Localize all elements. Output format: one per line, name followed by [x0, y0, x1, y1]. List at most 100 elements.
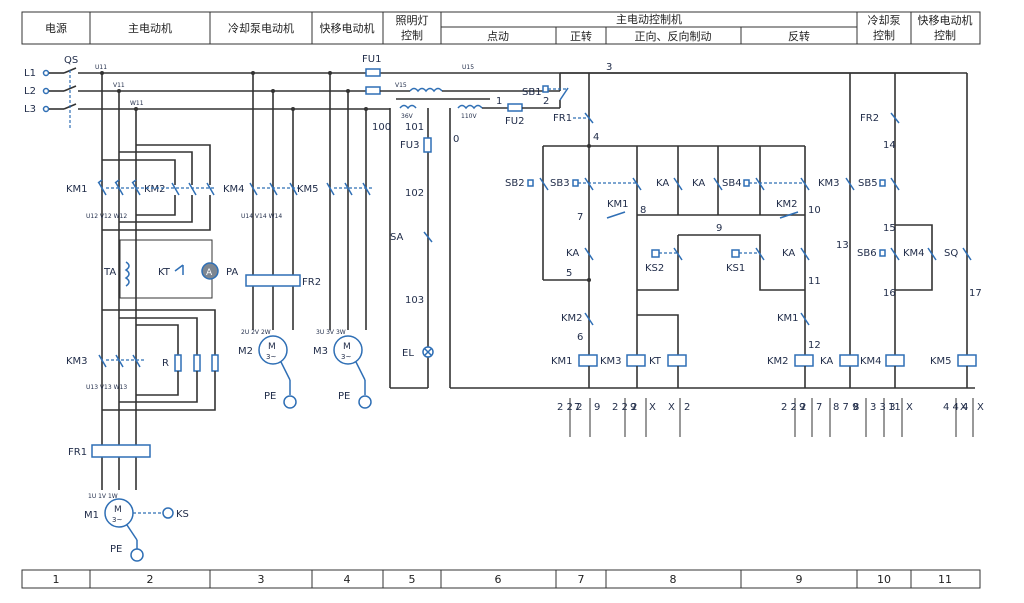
km3-main-contacts	[98, 354, 141, 368]
footer-col-7: 7	[578, 573, 585, 586]
label-km3-main: KM3	[66, 356, 88, 367]
label-l2: L2	[24, 86, 36, 97]
header-jog: 点动	[487, 30, 509, 43]
label-km5: KM5	[297, 184, 319, 195]
label-u15: U15	[462, 64, 474, 71]
header-table: 电源 主电动机 冷却泵电动机 快移电动机 照明灯 控制 主电动控制机 点动 正转…	[21, 11, 981, 45]
label-m3: M3	[313, 346, 328, 357]
ka-table-col2: 3 3 3	[870, 402, 895, 413]
label-2: 2	[543, 96, 549, 107]
label-l3: L3	[24, 104, 36, 115]
coil-km3	[626, 354, 646, 367]
label-102: 102	[405, 188, 424, 199]
label-103: 103	[405, 295, 424, 306]
label-coil-km5: KM5	[930, 356, 952, 367]
footer-col-11: 11	[938, 573, 952, 586]
label-1: 1	[496, 96, 502, 107]
label-10: 10	[808, 205, 821, 216]
label-ka-1: KA	[656, 178, 669, 189]
control-circuit: 3 SB1 2 FR1 4 SB2 SB3 KA KA S	[505, 62, 982, 388]
contact-table-km4: X	[901, 398, 913, 437]
label-fr2-contact: FR2	[860, 113, 879, 124]
km3-table-col2: 9	[630, 402, 636, 413]
label-14: 14	[883, 140, 896, 151]
power-supply: L1 L2 L3 QS U11 V11 W11	[24, 55, 950, 130]
kt-table-col2: 2	[684, 402, 690, 413]
label-coil-km1: KM1	[551, 356, 573, 367]
km1-table-col3: 9	[594, 402, 600, 413]
coil-km5	[957, 354, 977, 367]
label-fr1-contact: FR1	[553, 113, 572, 124]
motor-m1-phase: 3~	[112, 516, 122, 524]
km2-table-col3: 7	[816, 402, 822, 413]
label-sb1: SB1	[522, 87, 542, 98]
motor-m3-icon	[333, 335, 363, 365]
header-rapid: 快移电动机	[918, 13, 973, 27]
label-km2-interlock: KM2	[561, 313, 583, 324]
label-sa: SA	[390, 232, 404, 243]
fr2-relay	[245, 274, 301, 287]
coil-kt	[667, 354, 687, 367]
label-17: 17	[969, 288, 982, 299]
footer-col-3: 3	[258, 573, 265, 586]
contact-table-km1: 2 2 2 7 9	[557, 398, 600, 437]
label-ks2: KS2	[645, 263, 664, 274]
label-km2: KM2	[144, 184, 166, 195]
label-7: 7	[577, 212, 583, 223]
main-motor-circuit: KM1 KM2 U12 V12 W12 TA KT A PA R KM3	[66, 73, 238, 562]
motor-m2-icon	[258, 335, 288, 365]
label-coil-ka: KA	[820, 356, 833, 367]
footer-col-5: 5	[409, 573, 416, 586]
km2-table-col1: 2 2 2	[781, 402, 806, 413]
label-m2: M2	[238, 346, 253, 357]
label-pe-3: PE	[338, 391, 350, 402]
km3-table-col1: 2 2 2	[612, 402, 637, 413]
label-fu2: FU2	[505, 116, 524, 127]
rapid-motor-circuit: KM5 3U 3V 3W M 3~ M3 PE	[297, 73, 372, 409]
label-0: 0	[453, 134, 459, 145]
footer-col-6: 6	[495, 573, 502, 586]
label-km1-interlock: KM1	[777, 313, 799, 324]
label-km1: KM1	[66, 184, 88, 195]
label-16: 16	[883, 288, 896, 299]
label-1u1v1w: 1U 1V 1W	[88, 493, 118, 500]
motor-m1-letter: M	[114, 505, 122, 515]
label-u13: U13 V13 W13	[86, 384, 127, 391]
coil-ka	[839, 354, 859, 367]
label-coil-km3: KM3	[600, 356, 622, 367]
label-pe-2: PE	[264, 391, 276, 402]
label-v11: V11	[113, 82, 125, 89]
label-ka-2: KA	[692, 178, 705, 189]
ground-pe-1-icon	[130, 548, 144, 562]
label-sb6: SB6	[857, 248, 877, 259]
label-9: 9	[716, 223, 722, 234]
label-ks1: KS1	[726, 263, 745, 274]
label-3u3v3w: 3U 3V 3W	[316, 329, 346, 336]
label-km1-ctrl: KM1	[607, 199, 629, 210]
contact-table-kt: X 2	[668, 398, 690, 437]
header-rapid-motor: 快移电动机	[320, 21, 375, 35]
header-coolant-ctrl: 控制	[873, 28, 895, 42]
header-coolant-motor: 冷却泵电动机	[228, 21, 294, 35]
label-coil-kt: KT	[649, 356, 662, 367]
km5-table-col2: X	[960, 402, 967, 413]
label-5: 5	[566, 268, 572, 279]
label-coil-km4: KM4	[860, 356, 882, 367]
km1-table-col1: 2 2 2	[557, 402, 582, 413]
label-qs: QS	[64, 55, 78, 66]
label-coil-km2: KM2	[767, 356, 789, 367]
label-fr1: FR1	[68, 447, 87, 458]
label-u11: U11	[95, 64, 107, 71]
lamp-circuit: FU1 V15 U15 36V 100 101 FU3 102 SA 103 E…	[362, 54, 975, 389]
footer-col-8: 8	[670, 573, 677, 586]
km5-table-col3: X	[977, 402, 984, 413]
label-km3-ctrl: KM3	[818, 178, 840, 189]
label-v15: V15	[395, 82, 407, 89]
label-u12: U12 V12 W12	[86, 213, 127, 220]
footer-table: 1 2 3 4 5 6 7 8 9 10 11	[21, 569, 981, 589]
motor-m3-phase: 3~	[341, 353, 351, 361]
label-w11: W11	[130, 100, 144, 107]
label-m1: M1	[84, 510, 99, 521]
